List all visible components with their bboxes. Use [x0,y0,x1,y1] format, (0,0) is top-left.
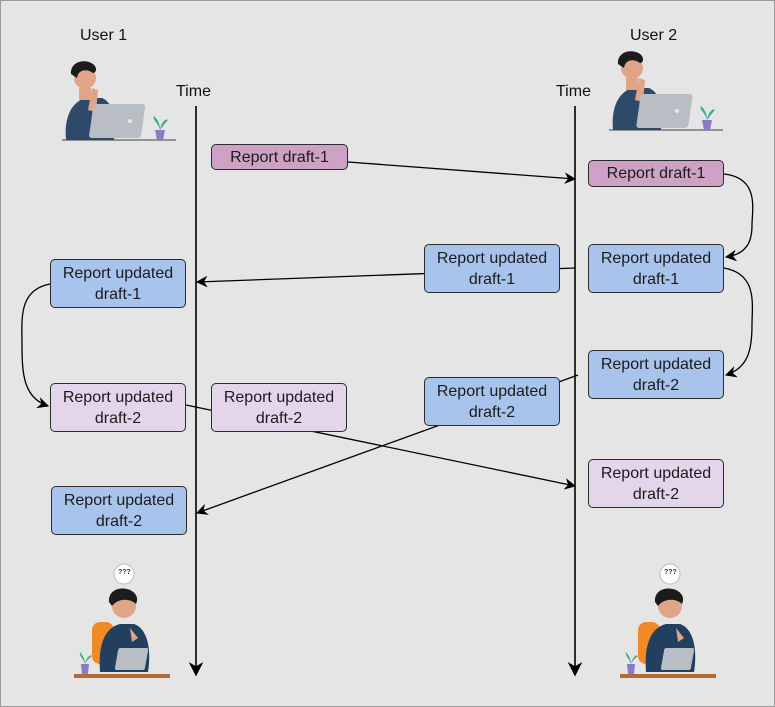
thought-bubble-icon [659,563,681,585]
thinking-user-at-laptop-icon [62,61,176,141]
msg-left-updated-draft2: Report updated draft-2 [50,383,186,432]
msg-left-updated-draft1: Report updated draft-1 [50,259,186,308]
user1-label: User 1 [80,27,128,44]
confused-user-at-desk-icon [620,563,716,678]
msg-left-recv-updated-draft2: Report updated draft-2 [51,486,187,535]
confusion-badge: ??? [664,569,677,576]
msg-mid-right-updated-draft2: Report updated draft-2 [424,377,560,426]
user2-label: User 2 [630,27,678,44]
arrow-send-draft1 [347,161,577,185]
msg-right-recv-updated-draft2: Report updated draft-2 [588,459,724,508]
arrow-self-update1 [723,173,754,262]
confused-user-group-right: ??? [618,560,718,680]
right-time-label: Time [556,83,591,100]
msg-right-updated-draft2: Report updated draft-2 [588,350,724,399]
arrow-left-self-update [21,283,51,409]
confusion-badge: ??? [118,569,131,576]
thinking-user-at-laptop-icon [609,51,723,131]
msg-right-updated-draft1: Report updated draft-1 [588,244,724,293]
msg-left-draft1: Report draft-1 [211,144,348,170]
msg-mid-right-updated-draft1: Report updated draft-1 [424,244,560,293]
confused-user-group-left: ??? [72,560,172,680]
arrow-self-update2 [723,267,754,378]
thought-bubble-icon [113,563,135,585]
msg-right-draft1: Report draft-1 [588,160,724,187]
confused-user-at-desk-icon [74,563,170,678]
msg-mid-left-updated-draft2: Report updated draft-2 [211,383,347,432]
left-time-label: Time [176,83,211,100]
